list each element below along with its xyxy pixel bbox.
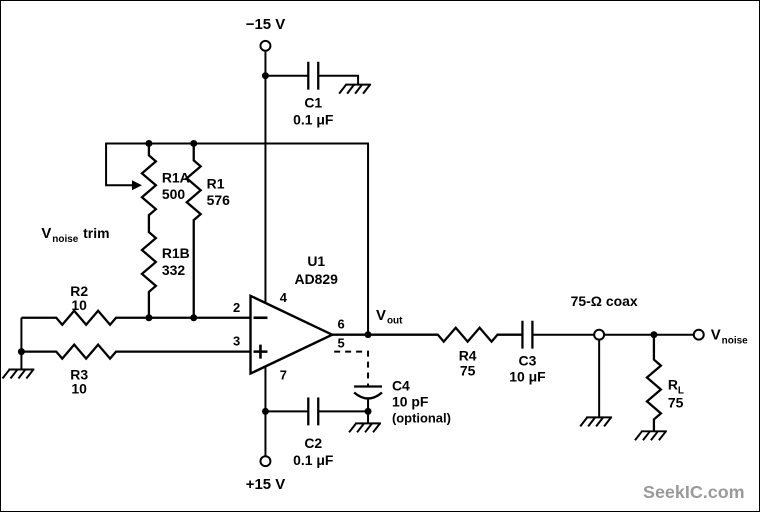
c1-name-label: C1 [304, 95, 322, 111]
feedback-network: V noise trim [41, 142, 370, 335]
positive-supply: +15 V [246, 366, 285, 493]
junction-dots [17, 72, 658, 415]
r2-name-label: R2 [70, 283, 88, 299]
opamp-ref-label: U1 [307, 253, 325, 269]
negative-supply: −15 V [246, 16, 285, 303]
feedback-wire [105, 142, 370, 335]
watermark-text: SeekIC.com [643, 482, 745, 502]
rl-body [645, 334, 663, 432]
pin-5-label: 5 [338, 336, 345, 351]
resistor-r1: R1 576 [184, 143, 231, 318]
noninverting-input-symbol [253, 344, 268, 359]
r4-value-label: 75 [460, 363, 476, 379]
junction-dot [190, 314, 198, 322]
coax-section: 75-Ω coax [571, 293, 638, 427]
coax-label: 75-Ω coax [571, 293, 638, 309]
pin-4-label: 4 [280, 290, 288, 305]
r2-body-and-inverting-wire [21, 309, 251, 327]
pin-3-label: 3 [233, 334, 240, 349]
r1a-value-label: 500 [162, 186, 186, 202]
resistor-r1a-r1b-chain: R1A 500 R1B 332 [140, 143, 190, 318]
resistor-r3: R3 10 [21, 342, 251, 396]
pin-6-label: 6 [338, 317, 345, 332]
rl-name-label-sub: L [678, 385, 684, 396]
vnoise-output-terminal [692, 328, 705, 341]
c3-value-label: 10 μF [509, 369, 545, 385]
junction-dot [190, 139, 198, 147]
negative-supply-terminal [259, 39, 272, 52]
junction-dot [145, 139, 153, 147]
capacitor-c2: C2 0.1 μF [265, 397, 369, 468]
r3-value-label: 10 [71, 380, 87, 396]
vnoise-trim-label-sub: noise [52, 234, 78, 245]
r4-name-label: R4 [459, 348, 477, 364]
c1-right-lead [318, 74, 360, 85]
c3-name-label: C3 [519, 353, 537, 369]
ground-icon [579, 416, 613, 427]
opamp-part-label: AD829 [295, 271, 339, 287]
resistor-r2: R2 10 [21, 283, 251, 327]
opamp-triangle [249, 293, 335, 376]
r1a-name-label: R1A [162, 169, 190, 185]
junction-dot [17, 348, 25, 356]
vout-label-sub: out [387, 316, 403, 327]
junction-dot [145, 314, 153, 322]
r1-value-label: 576 [207, 192, 231, 208]
positive-supply-terminal [259, 455, 272, 468]
junction-dot [261, 72, 269, 80]
junction-dot-vout [364, 331, 372, 339]
rl-name-label-main: R [668, 376, 678, 392]
capacitor-c1: C1 0.1 μF [265, 61, 372, 128]
junction-dot [261, 407, 269, 415]
r1-name-label: R1 [207, 175, 225, 191]
input-ground [1, 317, 35, 380]
coax-connector-terminal [593, 328, 606, 341]
ground-icon [338, 83, 372, 95]
c4-value-label: 10 pF [392, 393, 428, 409]
vnoise-label-main: V [711, 327, 721, 344]
ground-icon [1, 368, 35, 380]
pin-2-label: 2 [233, 300, 240, 315]
vout-label-main: V [376, 307, 386, 324]
ground-icon [634, 430, 667, 441]
opamp-u1: U1 AD829 2 3 4 7 6 5 [233, 253, 345, 383]
r3-name-label: R3 [70, 367, 88, 383]
vnoise-trim-label-main: V [41, 225, 51, 242]
c2-name-label: C2 [304, 435, 322, 451]
potentiometer-wiper-arrow-icon [131, 180, 142, 191]
r2-value-label: 10 [71, 297, 87, 313]
c2-value-label: 0.1 μF [293, 452, 333, 468]
c4-note-label: (optional) [392, 410, 451, 425]
negative-supply-label: −15 V [246, 16, 285, 33]
r1b-value-label: 332 [162, 262, 186, 278]
resistor-rl: R L 75 [634, 334, 684, 441]
junction-dot [364, 407, 372, 415]
c4-name-label: C4 [392, 377, 410, 393]
r1b-name-label: R1B [162, 245, 190, 261]
rl-value-label: 75 [668, 394, 684, 410]
r1-body [184, 143, 203, 318]
c4-plate-bottom-curved [353, 391, 383, 400]
output-wire-and-r4-body [332, 325, 523, 344]
c4-dashed-lead [334, 350, 370, 387]
capacitor-c4: C4 10 pF (optional) [334, 350, 451, 433]
output-network: V out R4 75 C3 10 μF [332, 307, 694, 385]
vnoise-trim-label-rest: trim [83, 225, 109, 241]
vnoise-output: V noise [692, 327, 748, 347]
r3-body-and-noninverting-wire [21, 342, 251, 361]
ground-icon [348, 422, 381, 433]
vnoise-label-sub: noise [722, 336, 748, 347]
c1-value-label: 0.1 μF [293, 112, 333, 128]
r1a-r1b-body [140, 143, 158, 318]
pin-7-label: 7 [280, 368, 287, 383]
junction-dot [650, 331, 658, 339]
positive-supply-label: +15 V [246, 476, 285, 493]
